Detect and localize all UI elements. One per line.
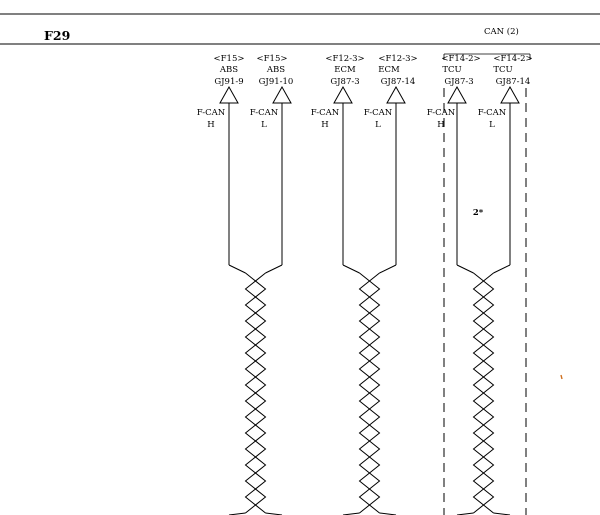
connector-tcu-h-sig1: F-CAN [427, 108, 456, 118]
connector-abs-l-sig1: F-CAN [250, 108, 279, 118]
connector-tcu-l-module: TCU [493, 65, 512, 75]
connector-ecm-h-sig1: F-CAN [311, 108, 340, 118]
connector-abs-l-module: ABS [266, 65, 285, 75]
connector-tcu-l-sig1: F-CAN [478, 108, 507, 118]
connector-abs-h-module: ABS [219, 65, 238, 75]
connector-ecm-l-module: ECM [378, 65, 400, 75]
page-title: CAN (2) [484, 26, 519, 37]
connector-abs-h-sig1: F-CAN [197, 108, 226, 118]
connector-ecm-l-sig1: F-CAN [364, 108, 393, 118]
connector-abs-h-conn: <F15> [214, 54, 245, 64]
twisted-pair-group [219, 85, 520, 515]
connector-ecm-l-pin: GJ87-14 [381, 77, 416, 87]
connector-tcu-l-pin: GJ87-14 [496, 77, 531, 87]
connector-ecm-h-sig2: H [321, 120, 328, 130]
tcu-h-connector-terminal-icon [447, 85, 467, 104]
connector-abs-h-pin: GJ91-9 [214, 77, 243, 87]
connector-tcu-h-pin: GJ87-3 [444, 77, 473, 87]
ecm-l-connector-terminal-icon [386, 85, 406, 104]
connector-abs-h-sig2: H [207, 120, 214, 130]
tcu-l-connector-terminal-icon [500, 85, 520, 104]
abs-h-connector-terminal-icon [219, 85, 239, 104]
ecm-twist-entry-right [379, 264, 397, 274]
ecm-twisted-wire-b [358, 272, 381, 514]
connector-ecm-l-conn: <F12-3> [378, 54, 417, 64]
accent-mark [560, 374, 563, 380]
abs-twist-entry-right [265, 264, 283, 274]
connector-tcu-h-conn: <F14-2> [441, 54, 480, 64]
connector-abs-l-pin: GJ91-10 [259, 77, 294, 87]
connector-tcu-l-sig2: L [489, 120, 495, 130]
tcu-twist-entry-left [456, 264, 474, 274]
connector-tcu-l-conn: <F14-2> [493, 54, 532, 64]
ecm-h-connector-terminal-icon [333, 85, 353, 104]
connector-abs-l-conn: <F15> [257, 54, 288, 64]
connector-ecm-h-module: ECM [334, 65, 356, 75]
wire-note: 2* [473, 208, 484, 218]
abs-twisted-wire-b [244, 272, 267, 514]
tcu-twist-entry-right [493, 264, 511, 274]
connector-abs-l-sig2: L [261, 120, 267, 130]
abs-l-connector-terminal-icon [272, 85, 292, 104]
connector-tcu-h-sig2: H [437, 120, 444, 130]
connector-ecm-h-conn: <F12-3> [325, 54, 364, 64]
abs-twist-entry-left [228, 264, 246, 274]
connector-ecm-l-sig2: L [375, 120, 381, 130]
connector-tcu-h-module: TCU [442, 65, 461, 75]
tcu-twisted-wire-b [472, 272, 495, 514]
ecm-twist-entry-left [342, 264, 360, 274]
connector-ecm-h-pin: GJ87-3 [330, 77, 359, 87]
page-code: F29 [44, 28, 70, 43]
